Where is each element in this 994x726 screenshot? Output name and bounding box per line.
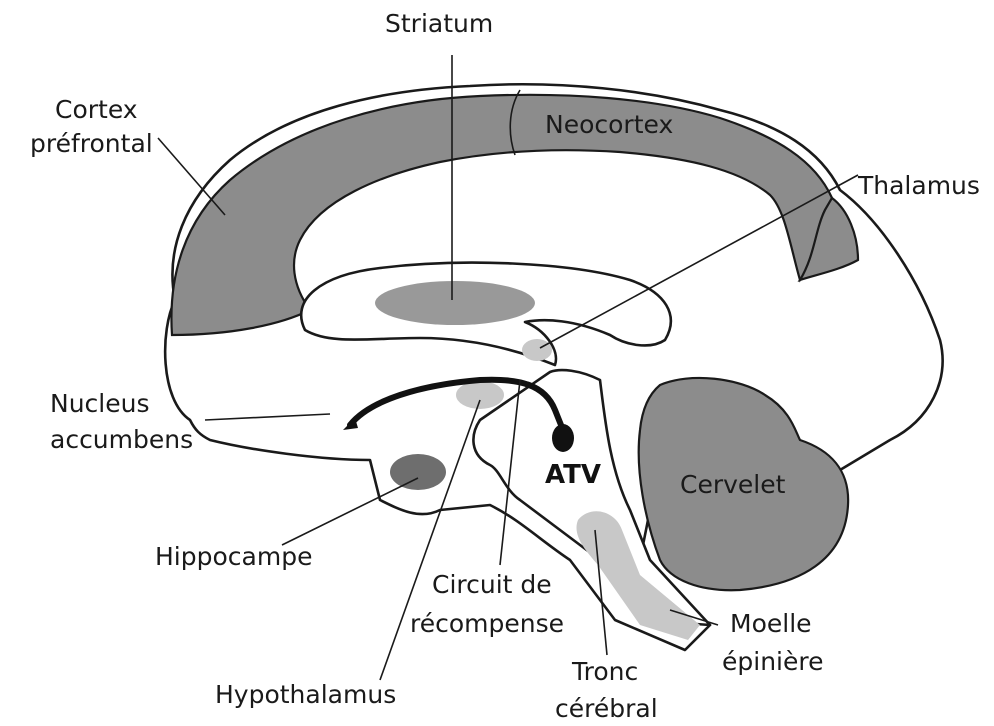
label-moelle-line1: Moelle [730, 609, 812, 638]
label-circuit-line2: récompense [410, 609, 564, 638]
label-tronc-line1: Tronc [571, 657, 638, 686]
striatum [375, 281, 535, 325]
label-nucleus-line2: accumbens [50, 425, 193, 454]
label-hippocampe: Hippocampe [155, 542, 312, 571]
label-striatum: Striatum [385, 9, 493, 38]
atv-node [552, 424, 574, 452]
label-cortex-line2: préfrontal [30, 129, 153, 158]
label-hypothalamus: Hypothalamus [215, 680, 396, 709]
label-atv: ATV [545, 460, 601, 490]
label-cortex-line1: Cortex [55, 95, 138, 124]
hypothalamus [456, 381, 504, 409]
thalamus [522, 339, 552, 361]
label-neocortex: Neocortex [545, 110, 673, 139]
hippocampe-leader [282, 478, 418, 545]
label-moelle-line2: épinière [722, 647, 823, 676]
label-tronc-line2: cérébral [555, 694, 658, 723]
label-thalamus: Thalamus [857, 171, 980, 200]
label-cervelet: Cervelet [680, 470, 786, 499]
label-circuit-line1: Circuit de [432, 570, 552, 599]
hippocampus [390, 454, 446, 490]
label-nucleus-line1: Nucleus [50, 389, 150, 418]
